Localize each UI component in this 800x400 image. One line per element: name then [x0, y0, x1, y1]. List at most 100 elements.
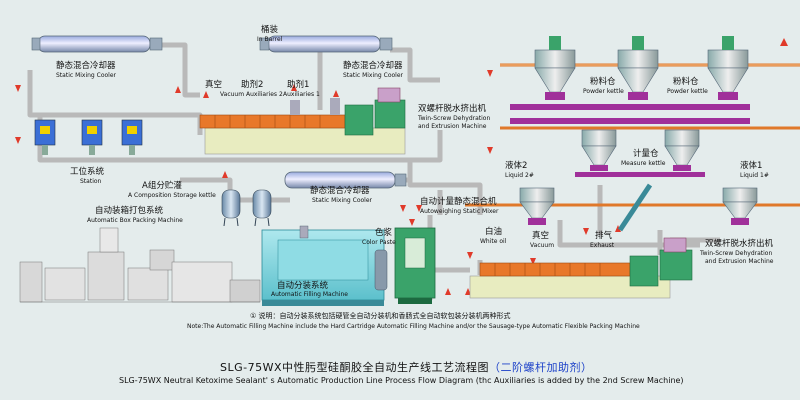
measure-kettles — [575, 129, 705, 177]
hopper — [581, 129, 617, 171]
station-unit — [121, 119, 143, 155]
liquid1-label-en: Liquid 1# — [740, 172, 769, 179]
arrow-up — [175, 86, 181, 93]
title-cn: SLG-75WX中性肟型硅酮胶全自动生产线工艺流程图（二阶螺杆加助剂） — [220, 362, 593, 373]
aux2-label-cn: 助剂2 — [241, 80, 264, 90]
hopper — [534, 36, 576, 100]
storage-kettle — [221, 189, 241, 227]
hopper — [722, 187, 758, 225]
automatic-filling-machine — [261, 225, 385, 306]
pipe-top-left-loop — [27, 70, 203, 135]
twin-screw-extruder-top — [199, 87, 406, 155]
powder-hoppers — [510, 36, 750, 124]
arrow-up — [445, 288, 451, 295]
arrow-down — [467, 252, 473, 259]
note-cn: ① 说明：自动分装系统包括硬管全自动分装机和香肠式全自动软包装分装机两种形式 — [250, 312, 511, 320]
aux1-label-cn: 助剂1 — [287, 80, 310, 90]
station-unit — [81, 119, 103, 155]
flow-arrows — [15, 38, 788, 295]
arrow-down — [416, 205, 422, 212]
white-oil-label-en: White oil — [480, 238, 507, 245]
mixer-top-left-label-cn: 静态混合冷却器 — [56, 61, 116, 71]
powder-kettle-2-label-en: Powder kettle — [667, 88, 708, 95]
note-en: Note:The Automatic Filling Machine inclu… — [187, 323, 640, 330]
filling-label-cn: 自动分装系统 — [277, 281, 329, 291]
mixer-center-label-en: Static Mixing Cooler — [312, 197, 372, 204]
storage-kettles — [221, 189, 272, 227]
measure-kettle-label-en: Measure kettle — [621, 160, 666, 167]
hopper — [707, 36, 749, 100]
liquid2-label-en: Liquid 2# — [505, 172, 534, 179]
powder-kettle-1-label-en: Powder kettle — [583, 88, 624, 95]
twin-screw-right-label-en1: Twin-Screw Dehydration — [700, 250, 773, 257]
hopper — [519, 187, 555, 225]
exhaust-label-en: Exhaust — [590, 242, 615, 249]
exhaust-label-cn: 排气 — [595, 231, 613, 241]
measure-kettle-label-cn: 计量仓 — [633, 149, 659, 159]
hopper — [664, 129, 700, 171]
station-unit — [34, 119, 56, 155]
station-label-en: Station — [80, 178, 102, 185]
mixer-top-left-label-en: Static Mixing Cooler — [56, 72, 116, 79]
mixer-top-mid-label-en: Static Mixing Cooler — [343, 72, 403, 79]
station-units — [34, 119, 143, 155]
liquid2-label-cn: 液体2 — [505, 161, 528, 171]
static-mixer-label-en: Autoweighing Static Mixer — [420, 208, 499, 215]
title-en: SLG-75WX Neutral Ketoxime Sealant' s Aut… — [119, 376, 684, 385]
title-cn-highlight: （二阶螺杆加助剂） — [489, 361, 593, 374]
vacuum-aux2-label-en: Vacuum Auxiliaries 2 — [220, 91, 283, 98]
arrow-up — [465, 288, 471, 295]
barrel-label-cn: 桶装 — [261, 25, 279, 35]
storage-kettle-label-cn: A组分贮灌 — [142, 181, 182, 191]
vacuum-top-label-cn: 真空 — [205, 80, 223, 90]
pipe-mixer-mid-outlet — [390, 47, 440, 83]
arrow-up — [222, 171, 228, 178]
autoweighing-static-mixer — [374, 227, 436, 304]
arrow-down — [487, 70, 493, 77]
color-paste-label-en: Color Paste — [362, 239, 396, 246]
arrow-up — [333, 90, 339, 97]
pipe-station-return — [37, 115, 200, 163]
twin-screw-top-label-en2: and Extrusion Machine — [418, 123, 487, 130]
barrel-label-en: In Barrel — [257, 36, 283, 43]
arrow-down — [487, 147, 493, 154]
storage-kettle-label-en: A Composition Storage kettle — [128, 192, 216, 199]
box-packing-label-cn: 自动装箱打包系统 — [95, 206, 164, 216]
pipe-to-extruder-top — [200, 130, 443, 163]
hopper — [617, 36, 659, 100]
pipe-to-static-mixer — [407, 160, 483, 215]
vacuum-label-en: Vacuum — [530, 242, 555, 249]
arrow-down — [409, 219, 415, 226]
powder-kettle-2-label-cn: 粉料仓 — [673, 77, 699, 87]
arrow-down — [15, 85, 21, 92]
twin-screw-right-label-en2: and Extrusion Machine — [705, 258, 774, 265]
mixer-top-mid-label-cn: 静态混合冷却器 — [343, 61, 403, 71]
storage-kettle — [252, 189, 272, 227]
static-mixing-cooler-top-left — [31, 35, 163, 53]
twin-screw-top-label-en1: Twin-Screw Dehydration — [418, 115, 491, 122]
arrow-down — [583, 228, 589, 235]
arrow-down — [400, 205, 406, 212]
vacuum-label-cn: 真空 — [532, 231, 550, 241]
liquid-tanks — [519, 183, 758, 232]
static-mixer-label-cn: 自动计量静态混合机 — [420, 197, 497, 207]
title-cn-main: SLG-75WX中性肟型硅酮胶全自动生产线工艺流程图 — [220, 361, 490, 374]
white-oil-label-cn: 白油 — [485, 227, 503, 237]
powder-kettle-1-label-cn: 粉料仓 — [590, 77, 616, 87]
twin-screw-right-label-cn: 双螺杆脱水挤出机 — [705, 239, 774, 249]
twin-screw-top-label-cn: 双螺杆脱水挤出机 — [418, 104, 487, 114]
arrow-up — [291, 84, 297, 91]
aux1-label-en: Auxiliaries 1 — [283, 91, 320, 98]
mixer-center-label-cn: 静态混合冷却器 — [310, 186, 370, 196]
box-packing-label-en: Automatic Box Packing Machine — [87, 217, 183, 224]
liquid1-label-cn: 液体1 — [740, 161, 763, 171]
filling-label-en: Automatic Filling Machine — [271, 291, 348, 298]
arrow-down — [530, 258, 536, 265]
twin-screw-extruder-bottom — [469, 237, 693, 299]
static-mixing-cooler-top-mid — [259, 35, 393, 53]
static-mixing-cooler-center — [284, 171, 407, 189]
box-packing-machine — [19, 227, 261, 303]
arrow-down — [15, 137, 21, 144]
